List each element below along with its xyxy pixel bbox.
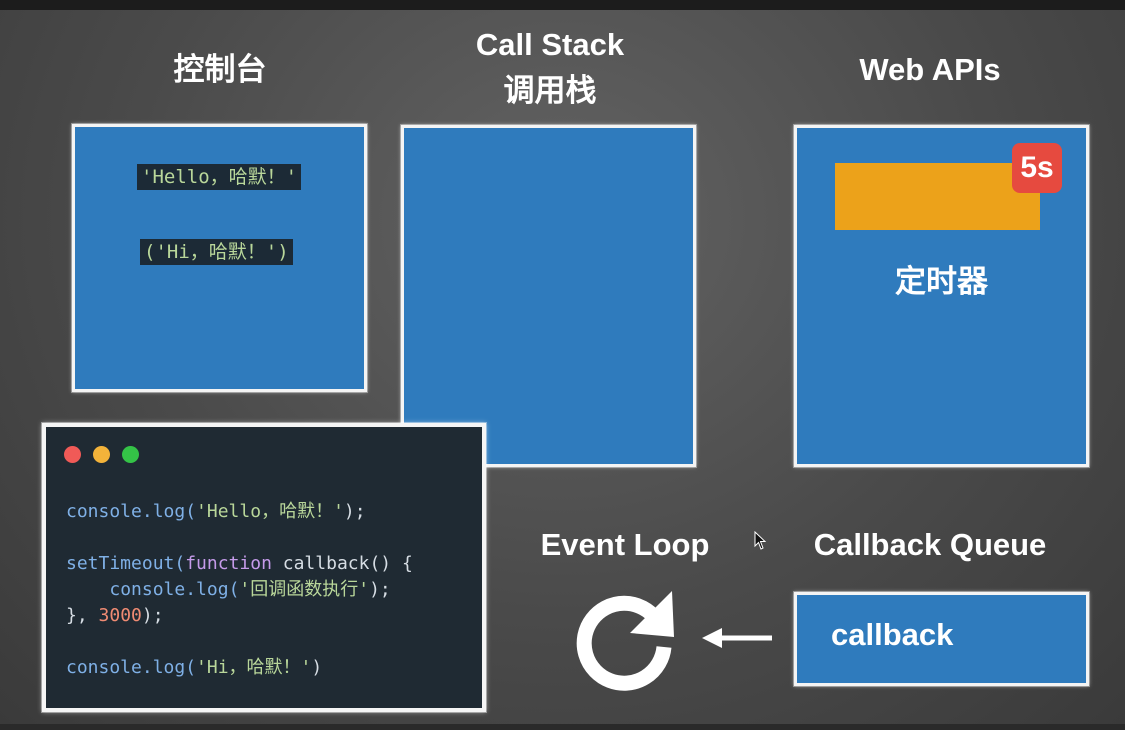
- timer-badge: 5s: [1012, 143, 1062, 193]
- web-apis-heading: Web APIs: [859, 52, 1001, 87]
- bottom-bar: [0, 724, 1125, 730]
- console-heading: 控制台: [173, 52, 267, 87]
- arrow-left-icon: [702, 628, 772, 648]
- timer-label: 定时器: [895, 264, 988, 299]
- console-output-hello: 'Hello，哈默！': [137, 164, 302, 190]
- top-bar: [0, 0, 1125, 10]
- callback-queue-item: callback: [831, 617, 954, 652]
- code-line-4: }, 3000);: [66, 605, 164, 626]
- maximize-dot-icon: [122, 446, 139, 463]
- console-panel: 'Hello，哈默！' ('Hi，哈默！'): [72, 124, 367, 392]
- reload-icon: [576, 591, 674, 691]
- callback-queue-heading: Callback Queue: [813, 527, 1047, 562]
- call-stack-panel: [401, 125, 696, 467]
- code-editor: console.log('Hello，哈默！'); setTimeout(fun…: [42, 423, 486, 712]
- minimize-dot-icon: [93, 446, 110, 463]
- code-line-5: console.log('Hi，哈默！'): [66, 657, 323, 678]
- web-apis-panel: 5s 定时器: [794, 125, 1089, 467]
- code-line-1: console.log('Hello，哈默！');: [66, 501, 366, 522]
- call-stack-heading-zh: 调用栈: [503, 73, 597, 108]
- timer-bar: [835, 163, 1040, 230]
- call-stack-heading-en: Call Stack: [475, 27, 625, 62]
- code-block: console.log('Hello，哈默！'); setTimeout(fun…: [66, 499, 413, 681]
- close-dot-icon: [64, 446, 81, 463]
- code-line-2: setTimeout(function callback() {: [66, 553, 413, 574]
- event-loop-heading: Event Loop: [540, 527, 710, 562]
- console-output-hi: ('Hi，哈默！'): [140, 239, 293, 265]
- mouse-cursor-icon: [754, 531, 767, 550]
- code-line-3: console.log('回调函数执行');: [109, 579, 391, 600]
- callback-queue-panel: callback: [794, 592, 1089, 686]
